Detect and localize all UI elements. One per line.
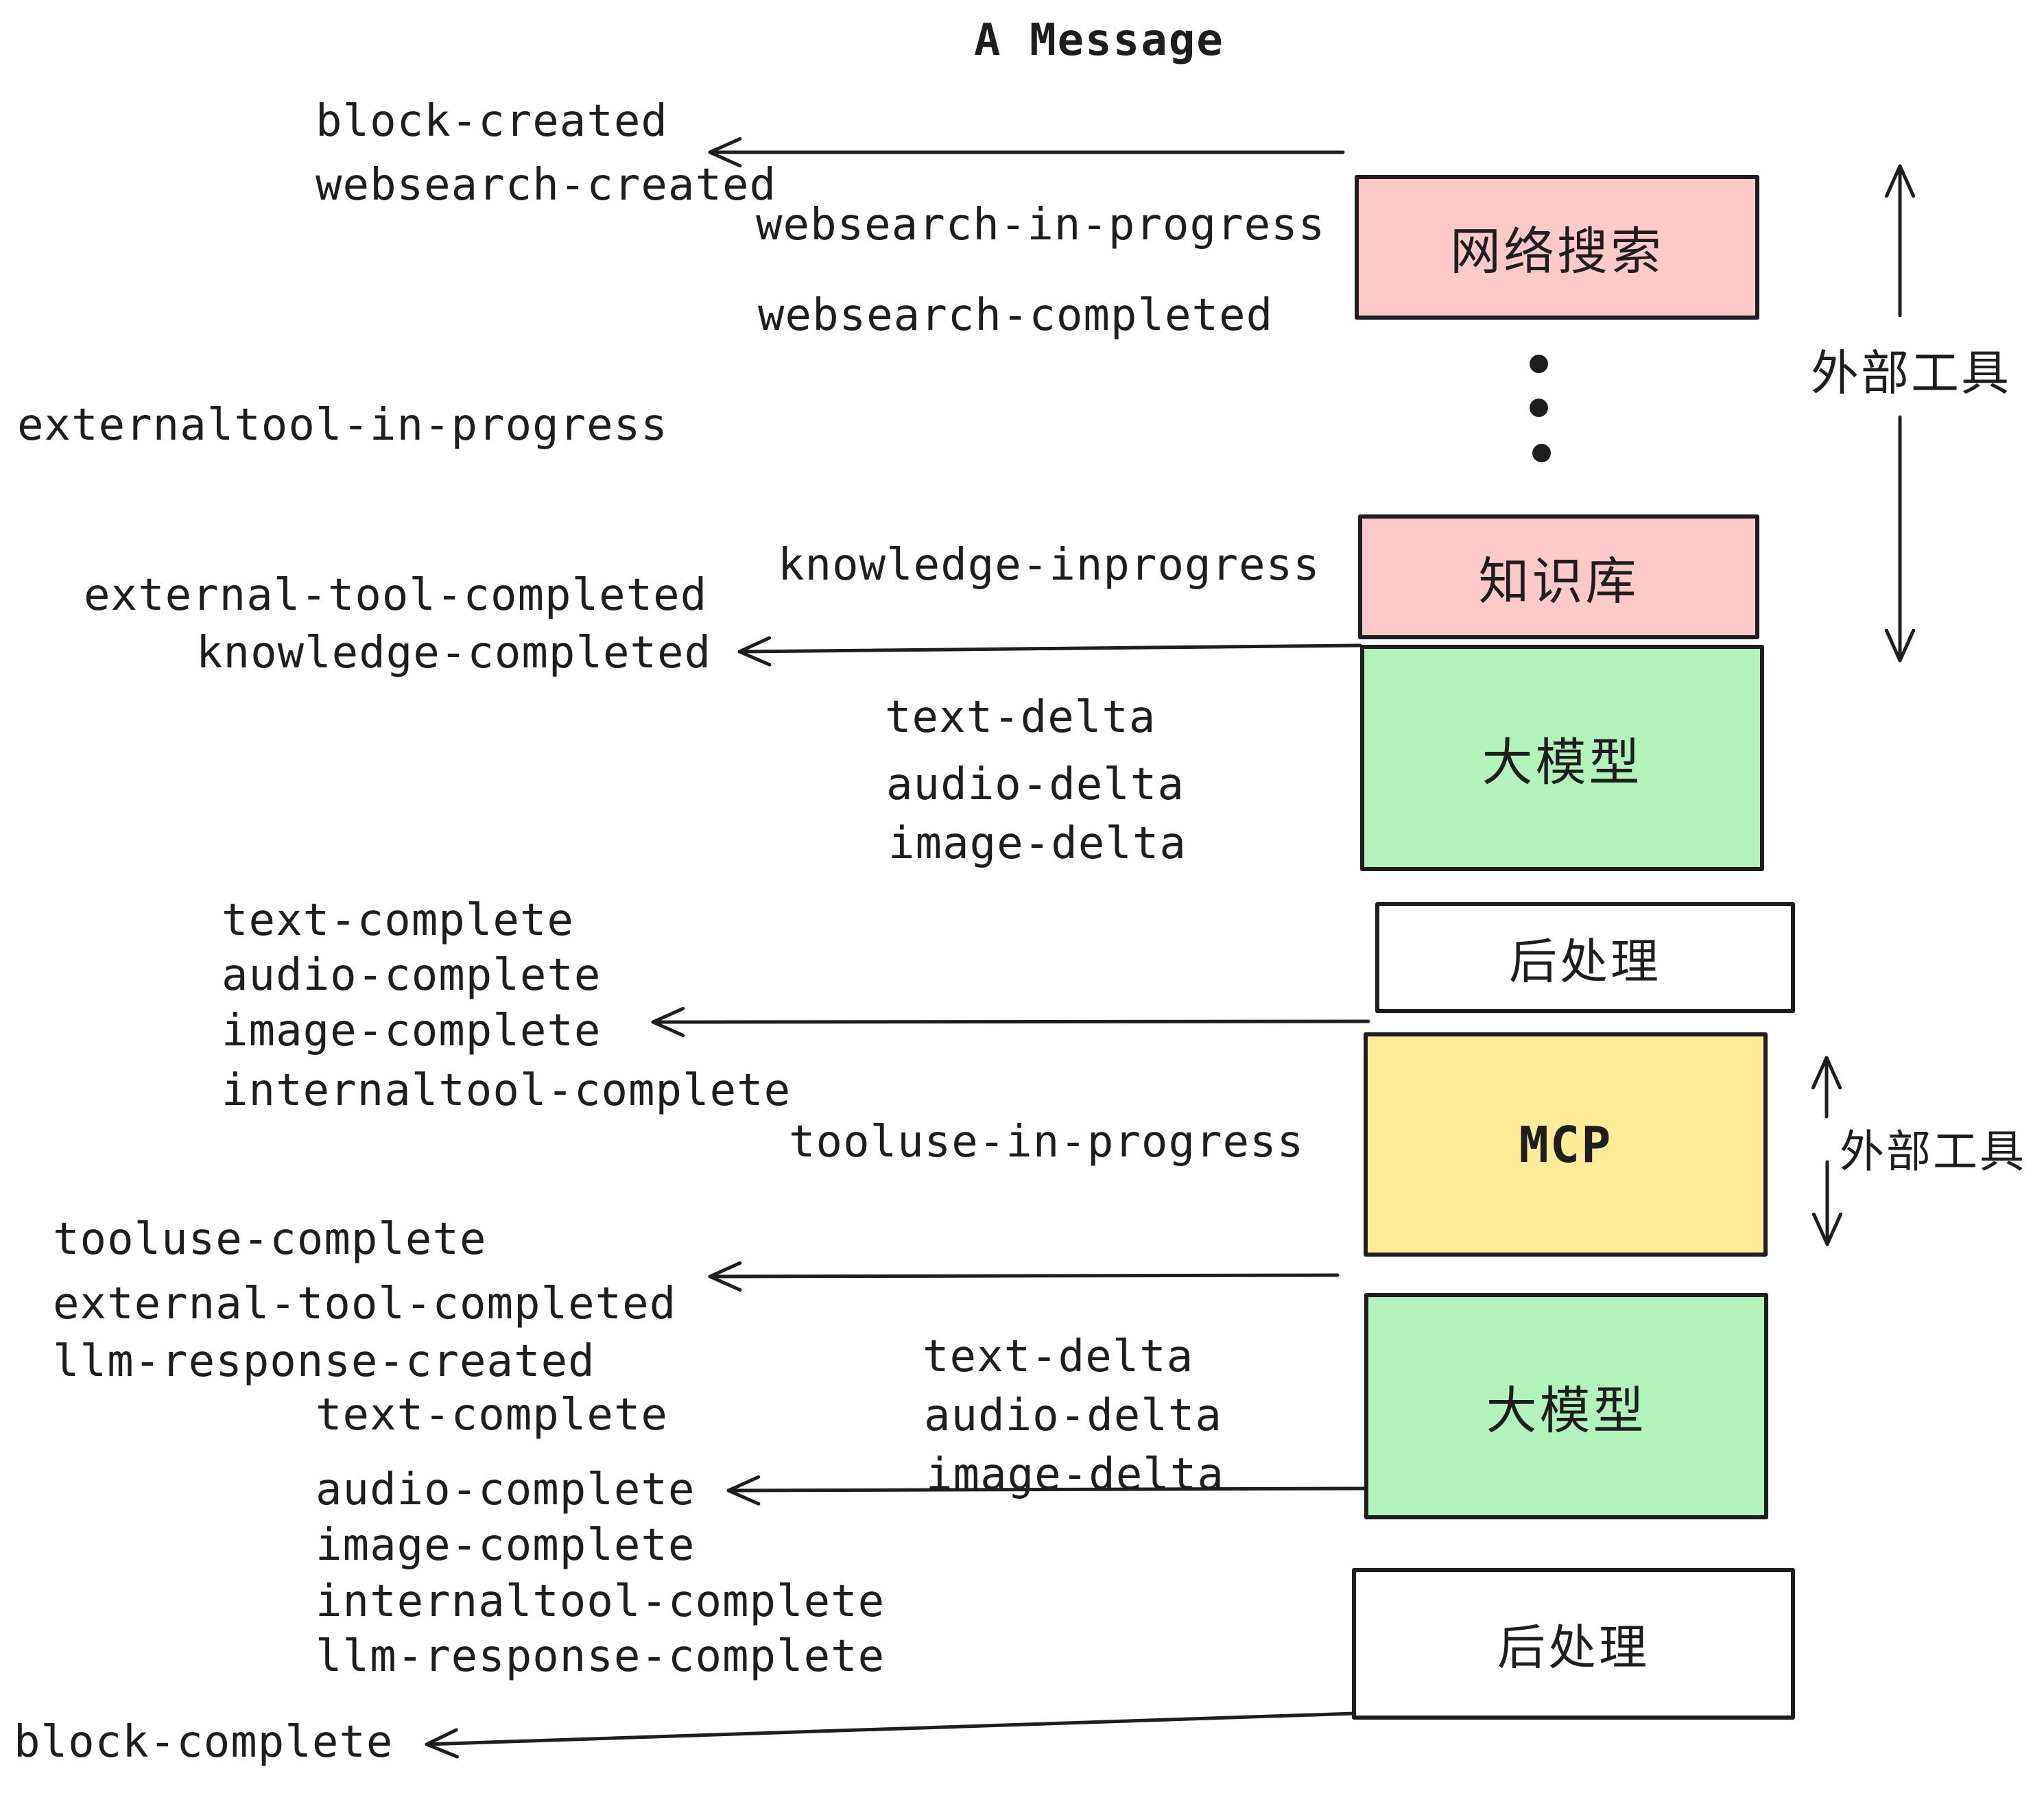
event-label-knowledge-inprogress: knowledge-inprogress xyxy=(778,540,1320,591)
external-tools-label-mid: 外部工具 xyxy=(1840,1126,2027,1176)
box-post-process-1: 后处理 xyxy=(1375,902,1795,1013)
box-web-search-label: 网络搜索 xyxy=(1450,223,1664,280)
box-post-process-1-label: 后处理 xyxy=(1509,934,1661,988)
box-llm-2: 大模型 xyxy=(1364,1293,1768,1519)
event-label-websearch-completed: websearch-completed xyxy=(758,290,1274,341)
ellipsis-dot-3 xyxy=(1532,444,1551,462)
box-mcp-label: MCP xyxy=(1519,1115,1613,1174)
event-label-image-complete-2: image-complete xyxy=(316,1520,696,1571)
box-knowledge-base-label: 知识库 xyxy=(1478,552,1639,610)
event-label-audio-complete-1: audio-complete xyxy=(222,950,602,1001)
event-label-image-delta-1: image-delta xyxy=(888,818,1187,869)
event-label-websearch-in-progress: websearch-in-progress xyxy=(756,200,1326,250)
box-llm-1: 大模型 xyxy=(1360,645,1764,871)
box-mcp: MCP xyxy=(1364,1032,1768,1257)
event-label-audio-delta-2: audio-delta xyxy=(924,1390,1222,1441)
box-post-process-2-label: 后处理 xyxy=(1497,1621,1650,1674)
event-label-externaltool-in-progress: externaltool-in-progress xyxy=(17,400,668,451)
event-label-image-delta-2: image-delta xyxy=(926,1449,1224,1500)
event-label-audio-delta-1: audio-delta xyxy=(886,759,1185,810)
event-label-text-delta-2: text-delta xyxy=(923,1331,1194,1382)
diagram-title: A Message xyxy=(974,15,1224,66)
event-label-text-delta-1: text-delta xyxy=(885,692,1156,743)
event-label-internaltool-complete-1: internaltool-complete xyxy=(222,1065,792,1116)
event-label-audio-complete-2: audio-complete xyxy=(316,1464,696,1515)
event-label-llm-response-created: llm-response-created xyxy=(53,1336,595,1387)
ellipsis-dot-2 xyxy=(1530,399,1548,417)
event-label-block-created: block-created xyxy=(316,96,668,147)
event-label-image-complete-1: image-complete xyxy=(222,1006,602,1056)
box-post-process-2: 后处理 xyxy=(1352,1568,1795,1720)
event-label-tooluse-complete: tooluse-complete xyxy=(53,1214,487,1265)
event-label-text-complete-1: text-complete xyxy=(222,895,574,946)
event-label-text-complete-2: text-complete xyxy=(316,1390,668,1440)
ellipsis-dot-1 xyxy=(1530,355,1548,373)
event-label-external-tool-completed: external-tool-completed xyxy=(84,570,708,621)
event-label-internaltool-complete-2: internaltool-complete xyxy=(316,1576,886,1627)
external-tools-label-top: 外部工具 xyxy=(1811,346,2011,400)
event-label-block-complete: block-complete xyxy=(14,1717,394,1768)
event-label-websearch-created: websearch-created xyxy=(316,160,777,211)
event-label-knowledge-completed: knowledge-completed xyxy=(196,628,712,678)
box-llm-2-label: 大模型 xyxy=(1486,1381,1647,1439)
box-llm-1-label: 大模型 xyxy=(1482,733,1643,791)
box-knowledge-base: 知识库 xyxy=(1358,514,1759,639)
event-label-external-tool-completed-2: external-tool-completed xyxy=(53,1279,677,1329)
event-label-llm-response-complete: llm-response-complete xyxy=(316,1631,886,1682)
event-label-tooluse-in-progress: tooluse-in-progress xyxy=(789,1117,1305,1167)
box-web-search: 网络搜索 xyxy=(1355,175,1759,320)
